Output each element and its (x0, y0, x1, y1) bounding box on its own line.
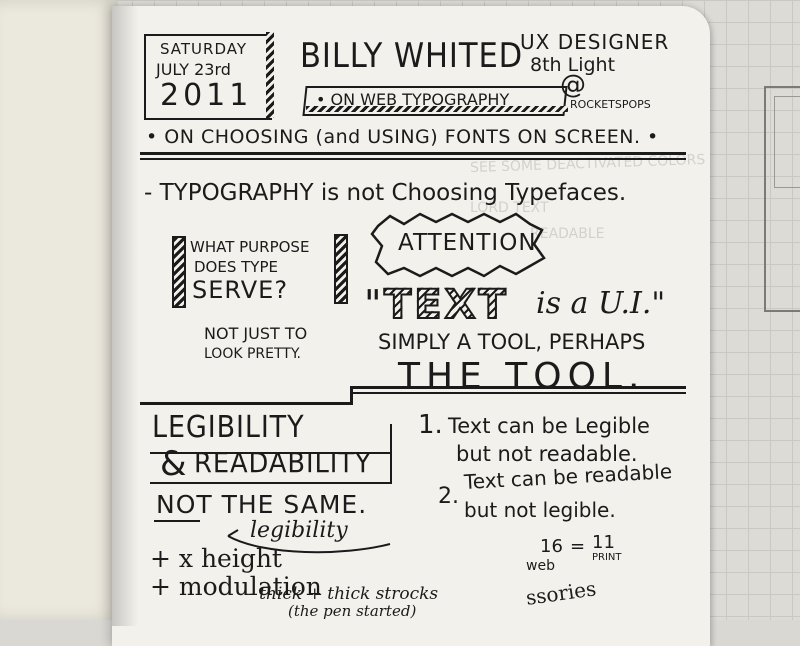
point-1-line-a: Text can be Legible (448, 414, 650, 438)
modulation-item: + modulation (150, 572, 322, 601)
twitter-handle: ROCKETSPOPS (570, 98, 651, 111)
quote-open: " (364, 282, 382, 326)
not-pretty-1: NOT JUST TO (204, 324, 308, 343)
graph-paper-sketch (764, 86, 800, 312)
purpose-question-3: SERVE? (192, 276, 289, 304)
purpose-question-2: DOES TYPE (194, 258, 278, 276)
readability-underline (150, 482, 390, 484)
bleed-through-text-2: LORD TEXT (470, 200, 549, 216)
print-label: PRINT (592, 552, 622, 563)
speaker-company: 8th Light (530, 54, 616, 76)
date-box-zigzag (266, 32, 274, 118)
speaker-role: UX DESIGNER (520, 30, 670, 54)
section-divider-right (350, 386, 686, 389)
divider-line-2 (140, 158, 686, 160)
print-size: 11 (592, 532, 615, 553)
equals-sign: = (570, 536, 586, 557)
purpose-bracket-left (172, 236, 186, 308)
typography-statement: - TYPOGRAPHY is not Choosing Typefaces. (144, 180, 627, 206)
the-tool: THE TOOL. (398, 356, 646, 397)
readability-heading: READABILITY (194, 446, 372, 479)
graph-paper-sketch-inner (774, 96, 800, 188)
simply-a-tool: SIMPLY A TOOL, PERHAPS (378, 330, 646, 354)
bleed-through-text-3: READABLE (530, 226, 605, 242)
left-notebook-page (0, 0, 118, 620)
date-day: SATURDAY (160, 40, 248, 58)
banner-text: • ON WEB TYPOGRAPHY (316, 90, 510, 109)
legibility-underline (150, 452, 390, 454)
date-box (144, 34, 272, 120)
point-1-number: 1. (418, 410, 443, 440)
xheight-item: + x height (150, 544, 282, 573)
section-divider-step (350, 388, 353, 405)
speaker-name: BILLY WHITED (300, 36, 524, 76)
handle-at-icon: @ (560, 70, 586, 100)
section-divider-right-2 (350, 392, 686, 394)
text-word-hatched: TEXT (383, 281, 509, 329)
point-2-line-b: but not legible. (464, 498, 616, 522)
legibility-script: legibility (250, 518, 348, 543)
date-year: 2011 (160, 78, 253, 113)
date-month: JULY 23rd (156, 60, 231, 79)
web-size: 16 (540, 536, 563, 557)
legibility-brace (227, 529, 391, 554)
web-label: web (526, 558, 555, 574)
banner-ribbon-tail (306, 106, 568, 112)
notebook-page (112, 6, 710, 646)
attention-burst (370, 212, 546, 278)
section-divider-left (140, 402, 350, 405)
not-underline (154, 520, 200, 522)
attention-label: ATTENTION (398, 230, 537, 256)
purpose-question-1: WHAT PURPOSE (190, 238, 310, 256)
text-ui-rest: is a U.I." (536, 286, 666, 321)
legibility-box-side (390, 424, 392, 484)
page-gutter-shadow (112, 6, 138, 626)
purpose-bracket-right (334, 234, 348, 304)
divider-line (140, 152, 686, 155)
point-1-line-b: but not readable. (456, 442, 638, 466)
ampersand: & (160, 444, 187, 484)
not-pretty-2: LOOK PRETTY. (204, 346, 302, 362)
pen-started-note: (the pen started) (288, 602, 417, 620)
legibility-heading: LEGIBILITY (152, 410, 305, 445)
thick-thin-item: - thick + thick strocks (248, 584, 439, 604)
point-2-number: 2. (438, 484, 459, 509)
not-the-same: NOT THE SAME. (156, 490, 368, 519)
subtitle: • ON CHOOSING (and USING) FONTS ON SCREE… (146, 126, 659, 148)
